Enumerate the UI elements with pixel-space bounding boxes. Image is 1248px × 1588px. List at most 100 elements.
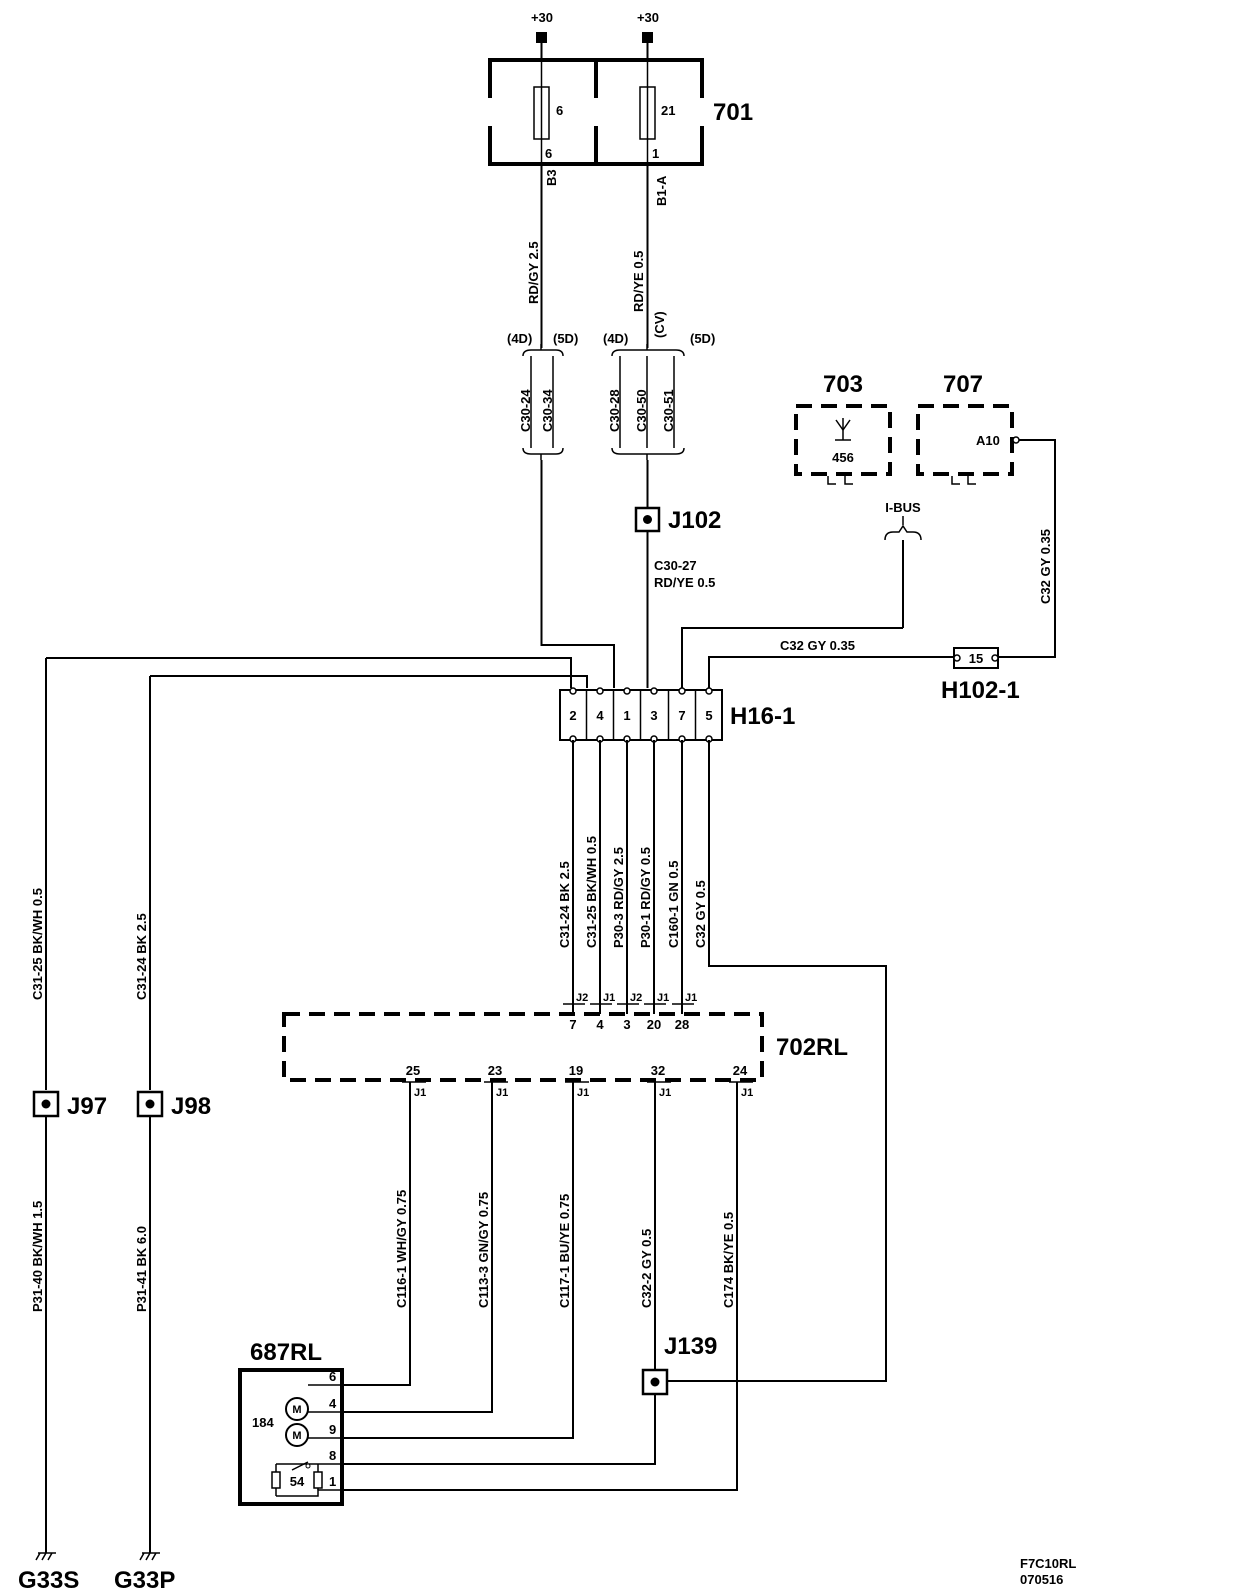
footer-date: 070516 (1020, 1572, 1063, 1587)
ecu-bottom-pin-24: 24 (733, 1063, 748, 1078)
switch-label: 54 (290, 1474, 305, 1489)
ecu-top-pin-28: 28 (675, 1017, 689, 1032)
ecu-bottom-pin-25: 25 (406, 1063, 420, 1078)
motor-pin-9: 9 (329, 1422, 336, 1437)
ground-g33s-label: G33S (18, 1567, 79, 1588)
module-703: 703 456 (794, 371, 892, 485)
fuse-right-number: 21 (661, 103, 675, 118)
motor-number: 184 (252, 1415, 274, 1430)
variant-cv: (CV) (652, 311, 667, 338)
variant-4d-right: (4D) (603, 331, 628, 346)
j102-wire-spec: RD/YE 0.5 (654, 575, 715, 590)
ecu-top-block-3: J1 (657, 992, 669, 1004)
splice-j102-label: J102 (668, 507, 721, 534)
module-703-pin: 456 (832, 450, 854, 465)
ground-g33p-label: G33P (114, 1567, 175, 1588)
power-feed-right: +30 (637, 10, 659, 60)
ecu-output-wires: C116-1 WH/GY 0.75 C113-3 GN/GY 0.75 C117… (340, 1082, 738, 1491)
ecu-bottom-block-0: J1 (414, 1087, 426, 1099)
connector-c30-left: (4D) (5D) C30-24 C30-34 (507, 331, 578, 460)
ground-circuit-right: C31-24 BK 2.5 J98 P31-41 BK 6.0 G33P (114, 913, 211, 1588)
pin-c30-34: C30-34 (540, 389, 555, 432)
wire-h102-to-h16 (708, 656, 954, 688)
pin-c30-24: C30-24 (518, 389, 533, 432)
variant-5d-left: (5D) (553, 331, 578, 346)
fuse-right-terminal: B1-A (654, 175, 669, 206)
ecu-top-block-0: J2 (576, 992, 588, 1004)
splice-j139: J139 (641, 1333, 717, 1396)
splice-j139-label: J139 (664, 1333, 717, 1360)
fuse-left-number: 6 (556, 103, 563, 118)
h16-pin-3: 3 (650, 708, 657, 723)
ecu-top-block-1: J1 (603, 992, 615, 1004)
module-707-pin: A10 (976, 433, 1000, 448)
ground-left-wire-lower: P31-40 BK/WH 1.5 (30, 1201, 45, 1312)
ground-right-wire-upper: C31-24 BK 2.5 (134, 913, 149, 1000)
ground-right-wire-lower: P31-41 BK 6.0 (134, 1226, 149, 1312)
h16-id: H16-1 (730, 703, 795, 730)
ecu-id: 702RL (776, 1034, 848, 1061)
motor-id: 687RL (250, 1339, 322, 1366)
pin-c30-50: C30-50 (634, 389, 649, 432)
fuse-box-701: 6 21 6 1 701 (484, 58, 753, 166)
ecu-bottom-pin-19: 19 (569, 1063, 583, 1078)
motor-symbol-1: M (292, 1404, 301, 1416)
ecu-bottom-block-2: J1 (577, 1087, 589, 1099)
h16-wire-2: C31-25 BK/WH 0.5 (584, 836, 599, 948)
ecu-wire-2: C113-3 GN/GY 0.75 (476, 1192, 491, 1308)
wire-707-to-h102 (997, 439, 1056, 658)
motor-pin-6: 6 (329, 1369, 336, 1384)
ecu-top-pin-20: 20 (647, 1017, 661, 1032)
j102-wire-code: C30-27 (654, 558, 697, 573)
splice-j102: J102 (634, 506, 721, 534)
h102-pin: 15 (969, 651, 983, 666)
h16-pin-1: 1 (623, 708, 630, 723)
module-703-id: 703 (823, 371, 863, 398)
wire-h16-pin4-top (150, 675, 588, 688)
fuse-box-id: 701 (713, 99, 753, 126)
splice-j97-label: J97 (67, 1093, 107, 1120)
fuse-left-pin: 6 (545, 146, 552, 161)
ecu-top-pin-7: 7 (569, 1017, 576, 1032)
h102-id: H102-1 (941, 677, 1020, 704)
ground-circuit-left: C31-25 BK/WH 0.5 J97 P31-40 BK/WH 1.5 G3… (18, 888, 107, 1588)
motor-pin-1: 1 (329, 1474, 336, 1489)
ecu-wire-5: C174 BK/YE 0.5 (721, 1212, 736, 1308)
power-label-left: +30 (531, 10, 553, 25)
ecu-bottom-block-4: J1 (741, 1087, 753, 1099)
connector-c30-right: (4D) (CV) (5D) C30-28 C30-50 C30-51 (603, 311, 715, 460)
variant-4d-left: (4D) (507, 331, 532, 346)
ecu-top-block-4: J1 (685, 992, 697, 1004)
h16-to-ecu-wires: C31-24 BK 2.5 C31-25 BK/WH 0.5 P30-3 RD/… (557, 740, 887, 1382)
ecu-top-pin-3: 3 (623, 1017, 630, 1032)
ecu-wire-3: C117-1 BU/YE 0.75 (557, 1194, 572, 1308)
power-feed-left: +30 (531, 10, 553, 60)
h16-wire-1: C31-24 BK 2.5 (557, 861, 572, 948)
h16-wire-5: C160-1 GN 0.5 (666, 861, 681, 948)
h16-wire-3: P30-3 RD/GY 2.5 (611, 847, 626, 948)
h16-pin-7: 7 (678, 708, 685, 723)
ecu-bottom-pin-23: 23 (488, 1063, 502, 1078)
footer-code: F7C10RL (1020, 1556, 1076, 1571)
ecu-bottom-pin-32: 32 (651, 1063, 665, 1078)
ecu-bottom-block-1: J1 (496, 1087, 508, 1099)
h16-wire-4: P30-1 RD/GY 0.5 (638, 847, 653, 948)
wire-707-label: C32 GY 0.35 (1038, 529, 1053, 604)
wire-h102-label: C32 GY 0.35 (780, 638, 855, 653)
motor-pin-8: 8 (329, 1448, 336, 1463)
module-707-id: 707 (943, 371, 983, 398)
motor-pin-4: 4 (329, 1396, 337, 1411)
splice-j98-label: J98 (171, 1093, 211, 1120)
power-label-right: +30 (637, 10, 659, 25)
h16-pin-4: 4 (596, 708, 604, 723)
ground-left-wire-upper: C31-25 BK/WH 0.5 (30, 888, 45, 1000)
fuse-right-pin: 1 (652, 146, 659, 161)
ecu-wire-4: C32-2 GY 0.5 (639, 1229, 654, 1308)
wire-h16-pin2-top (46, 657, 572, 688)
h16-pin-2: 2 (569, 708, 576, 723)
connector-h102: 15 H102-1 (941, 647, 1020, 704)
wire-fuse21-label: RD/YE 0.5 (631, 251, 646, 312)
